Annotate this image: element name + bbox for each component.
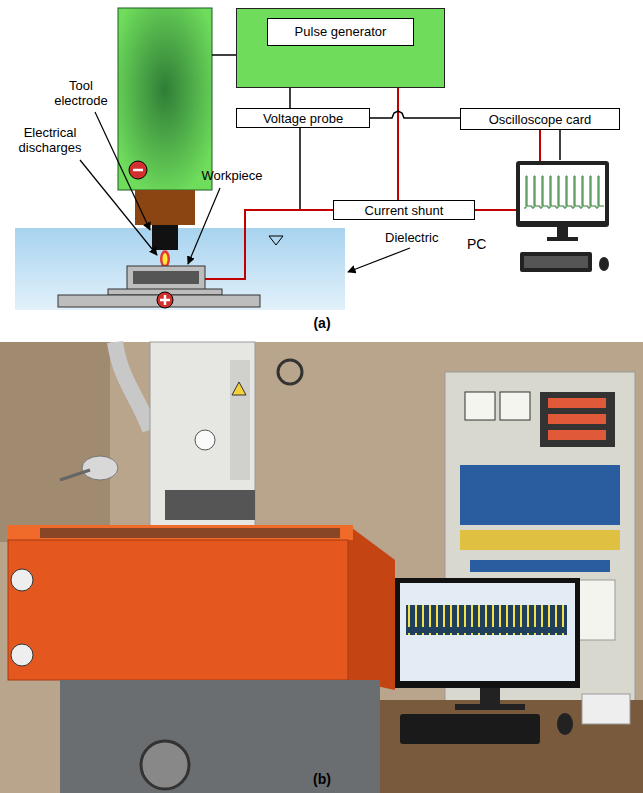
workpiece-inner	[133, 271, 199, 284]
panel-label: (a)	[300, 316, 344, 331]
lamp	[82, 456, 118, 480]
wire	[205, 210, 333, 279]
leader-arrow	[80, 160, 157, 255]
spindle	[165, 490, 255, 520]
level-mark	[269, 236, 283, 245]
signal-plot	[406, 605, 567, 635]
wire-connector	[397, 88, 399, 200]
gauge	[195, 430, 215, 450]
wall-shadow	[0, 342, 110, 542]
lamp-arm	[60, 470, 90, 480]
box-label: Pulse generator	[267, 18, 414, 46]
box-label: Current shunt	[365, 203, 444, 218]
spark	[160, 250, 170, 268]
tank-side	[348, 525, 395, 690]
leader-arrow	[188, 188, 220, 264]
monitor-stand	[480, 688, 500, 706]
positive-pole	[157, 292, 173, 308]
part-label: Electrical discharges	[8, 125, 92, 155]
device-box: Oscilloscope card	[460, 108, 620, 130]
meter	[500, 392, 530, 420]
monitor-screen	[520, 165, 605, 221]
device-box: Voltage probe	[236, 108, 370, 128]
monitor-frame	[516, 161, 609, 227]
handwheel	[141, 741, 189, 789]
machine-column	[150, 342, 255, 527]
keypad	[460, 465, 620, 525]
keyboard	[520, 252, 592, 272]
panel-label: (b)	[300, 772, 344, 787]
tank-opening	[40, 528, 340, 538]
digits	[548, 414, 606, 424]
device-box: Pulse generator	[236, 8, 445, 88]
screen	[400, 583, 575, 681]
device-box: Current shunt	[333, 200, 475, 220]
part-label: Workpiece	[192, 168, 272, 183]
monitor-base	[455, 704, 525, 710]
minus-sign	[133, 169, 143, 172]
monitor-base	[547, 237, 578, 241]
part-label: Dielectric	[385, 230, 465, 245]
gauge	[11, 644, 33, 666]
box-label: Voltage probe	[263, 111, 343, 126]
meter	[465, 392, 495, 420]
warning-sign	[232, 382, 246, 395]
part-label: Tool electrode	[45, 78, 117, 108]
mouse	[557, 713, 573, 735]
monitor-stand	[557, 227, 568, 237]
keyboard	[400, 714, 540, 744]
keypad	[470, 560, 610, 572]
monitor	[395, 578, 580, 688]
plus-sign	[164, 295, 167, 305]
monitor-outline	[515, 160, 610, 245]
wire	[212, 54, 236, 56]
machine-head	[118, 8, 212, 190]
wire-connector	[370, 111, 460, 118]
negative-pole	[129, 161, 147, 179]
leader-arrow	[348, 248, 410, 272]
wire-connector	[289, 88, 291, 108]
spark-core	[163, 253, 168, 265]
computer: PC	[515, 160, 610, 245]
oscilloscope-device	[582, 694, 630, 724]
electrode-holder	[135, 190, 195, 225]
mouse	[599, 257, 609, 271]
tank-rim	[8, 525, 353, 540]
box-label: PC	[467, 236, 486, 252]
wall	[0, 342, 643, 793]
duct-hose	[115, 342, 150, 430]
scale	[230, 360, 250, 480]
work-tank	[8, 540, 348, 680]
digits	[548, 398, 606, 408]
digits	[548, 430, 606, 440]
workpiece	[127, 266, 205, 290]
handwheel	[278, 360, 302, 384]
keypad	[460, 530, 620, 550]
machine-base	[60, 680, 380, 793]
dielectric-tank	[15, 228, 345, 310]
signal-trace	[524, 176, 604, 208]
display	[540, 392, 615, 447]
tool-electrode	[152, 225, 178, 250]
wire-connector	[559, 130, 561, 160]
keys	[524, 256, 588, 268]
box-label: Oscilloscope card	[489, 112, 592, 127]
gauge	[11, 569, 33, 591]
wire	[299, 128, 301, 210]
